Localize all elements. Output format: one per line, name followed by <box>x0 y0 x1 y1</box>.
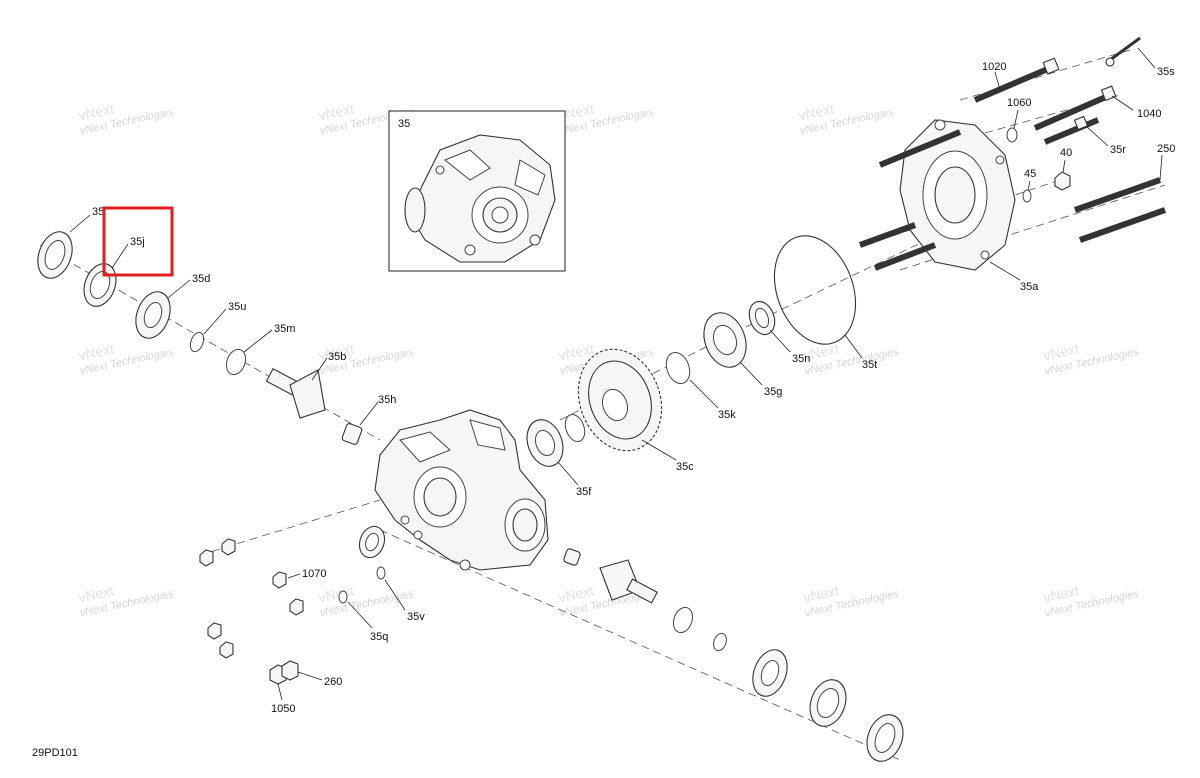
svg-text:vNext: vNext <box>317 340 355 363</box>
svg-text:vNext: vNext <box>1042 582 1080 605</box>
part-nut-1070 <box>272 571 287 589</box>
part-labels: 35 35j 35d 35u 35m 35b 35h 35f 35c 35k 3… <box>92 61 1175 715</box>
part-pinion-35b <box>265 368 326 419</box>
part-seal-lower-right <box>866 714 904 762</box>
part-bushing-lower <box>563 548 581 566</box>
highlight-box-35j <box>102 206 174 277</box>
label-35n: 35n <box>792 353 810 365</box>
part-ring-35v <box>376 566 386 580</box>
label-35d: 35d <box>192 273 210 285</box>
label-35j: 35j <box>130 236 145 248</box>
label-1020: 1020 <box>982 61 1006 73</box>
watermark: vNext vNext Technologies <box>77 582 175 619</box>
svg-text:vNext: vNext <box>317 100 355 123</box>
svg-text:vNext: vNext <box>557 100 595 123</box>
part-ball-bearing-35d <box>135 291 171 339</box>
svg-text:vNext: vNext <box>802 582 840 605</box>
svg-text:vNext: vNext <box>802 340 840 363</box>
diagram-code: 29PD101 <box>32 747 78 759</box>
label-35v: 35v <box>407 611 425 623</box>
label-35h: 35h <box>378 394 396 406</box>
part-main-housing <box>374 409 549 571</box>
part-sensor-35s <box>1105 36 1141 67</box>
label-35k: 35k <box>718 409 736 421</box>
svg-text:vNext: vNext <box>77 100 115 123</box>
part-cover-35a <box>899 119 1016 271</box>
label-35g: 35g <box>764 386 782 398</box>
part-seal-lower <box>358 525 386 559</box>
part-ring-lower <box>713 632 727 652</box>
label-35m: 35m <box>274 323 295 335</box>
part-ring-gear-35c <box>577 348 663 452</box>
part-plug-35r <box>1073 115 1089 131</box>
watermark: vNext vNext Technologies <box>1042 340 1140 377</box>
part-bolt-1040 <box>1033 85 1117 145</box>
leader-lines <box>69 47 1163 701</box>
svg-text:vNext: vNext <box>797 100 835 123</box>
part-nuts-left <box>199 538 236 567</box>
part-pin-35q <box>338 590 348 604</box>
part-studs-260-1050 <box>269 660 299 685</box>
part-bearing-35g <box>703 312 747 368</box>
part-bolt-1020b <box>878 129 962 168</box>
watermark: vNext vNext Technologies <box>1042 582 1140 619</box>
svg-text:vNext: vNext <box>557 582 595 605</box>
watermark: vNext vNext Technologies <box>802 582 900 619</box>
part-seal-35 <box>37 231 73 279</box>
part-bolt-1020 <box>973 57 1060 103</box>
label-1070: 1070 <box>302 568 326 580</box>
part-bushing-35h <box>341 423 363 445</box>
part-nut-40 <box>1054 171 1071 191</box>
part-bearing-35f <box>526 419 564 467</box>
watermark: vNext vNext Technologies <box>77 340 175 377</box>
svg-text:vNext: vNext <box>557 340 595 363</box>
label-35s: 35s <box>1157 66 1175 78</box>
part-ring-small <box>564 413 586 443</box>
watermark: vNext vNext Technologies <box>77 100 175 137</box>
label-1040: 1040 <box>1137 108 1161 120</box>
part-shim-35k <box>665 352 691 384</box>
label-35t: 35t <box>862 359 877 371</box>
part-o-ring-35t <box>773 235 857 345</box>
part-needle-bearing-lower <box>809 679 847 727</box>
label-1050: 1050 <box>271 703 295 715</box>
part-shim-lower <box>672 606 694 634</box>
part-nut-1070b <box>289 598 304 616</box>
svg-text:vNext: vNext <box>77 582 115 605</box>
inset-assembly-view: 35 <box>388 110 566 272</box>
label-40: 40 <box>1060 147 1072 159</box>
watermark: vNext vNext Technologies <box>317 582 415 619</box>
watermark: vNext vNext Technologies <box>797 100 895 137</box>
label-35u: 35u <box>228 301 246 313</box>
label-35: 35 <box>92 206 104 218</box>
part-pinion-lower <box>599 559 658 604</box>
svg-text:vNext: vNext <box>1042 340 1080 363</box>
label-45: 45 <box>1024 168 1036 180</box>
part-shim-35m <box>225 348 247 376</box>
watermark: vNext vNext Technologies <box>557 100 655 137</box>
part-bearing-lower <box>752 649 788 697</box>
part-ring-35u <box>189 331 205 353</box>
label-35a: 35a <box>1020 281 1039 293</box>
svg-text:vNext: vNext <box>77 340 115 363</box>
label-35f: 35f <box>576 486 592 498</box>
part-washer-45 <box>1022 189 1032 203</box>
label-35b: 35b <box>328 351 346 363</box>
label-35-inset: 35 <box>398 118 410 130</box>
part-nuts-lower <box>207 622 234 659</box>
label-35q: 35q <box>370 631 388 643</box>
part-needle-bearing-35j <box>83 263 117 307</box>
label-35c: 35c <box>676 461 694 473</box>
label-260: 260 <box>324 676 342 688</box>
label-250: 250 <box>1157 143 1175 155</box>
part-bolt-250 <box>858 177 1166 271</box>
part-seal-35n <box>748 300 776 336</box>
assembled-housing-icon <box>404 134 556 263</box>
label-1060: 1060 <box>1007 97 1031 109</box>
watermark: vNext vNext Technologies <box>802 340 900 377</box>
part-washer-1060 <box>1006 127 1018 143</box>
label-35r: 35r <box>1110 144 1126 156</box>
